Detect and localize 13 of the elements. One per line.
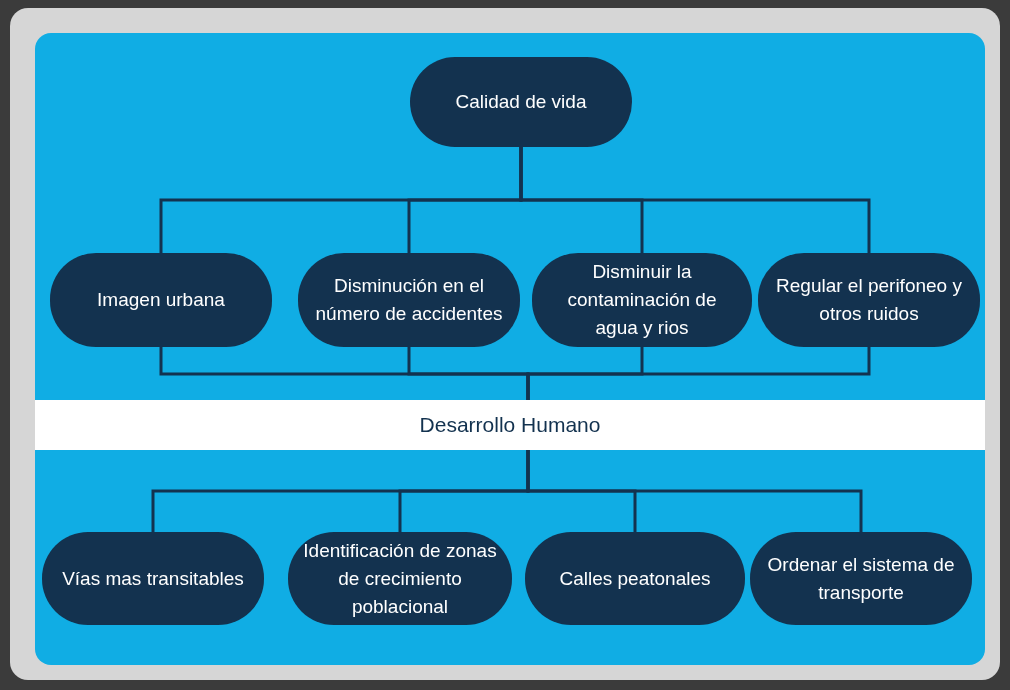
rounded-node: Calles peatonales (525, 532, 745, 625)
connector-line (519, 147, 871, 253)
rounded-node: Regular el perifoneo y otros ruidos (758, 253, 980, 347)
connector-line (526, 347, 871, 400)
rounded-node: Ordenar el sistema de transporte (750, 532, 972, 625)
rounded-node: Disminución en el número de accidentes (298, 253, 520, 347)
rounded-node: Imagen urbana (50, 253, 272, 347)
rounded-node: Calidad de vida (410, 57, 632, 147)
title-band: Desarrollo Humano (35, 400, 985, 450)
rounded-node: Disminuir la contaminación de agua y rios (532, 253, 752, 347)
rounded-node: Identificación de zonas de crecimiento poblacional (288, 532, 512, 625)
connector-line (526, 450, 863, 532)
rounded-node: Vías mas transitables (42, 532, 264, 625)
